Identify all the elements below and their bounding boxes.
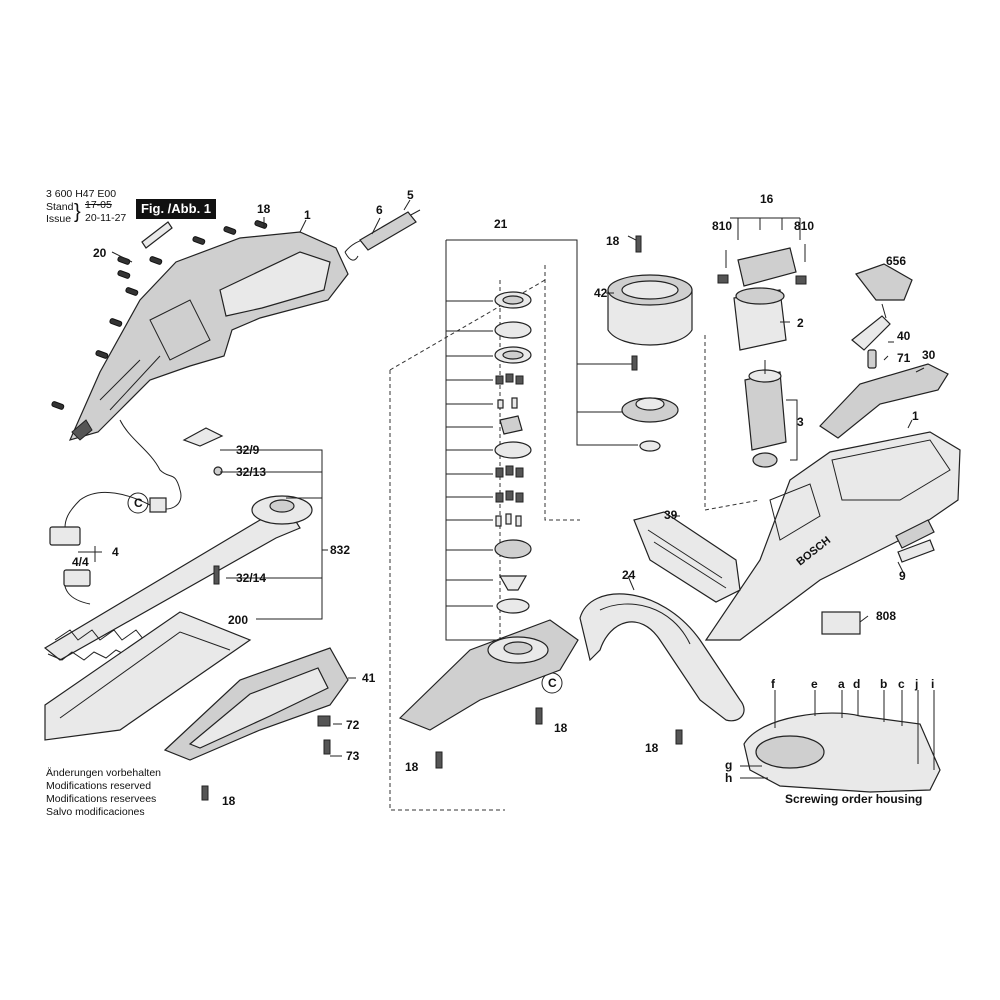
strip-part-20 xyxy=(141,221,173,249)
label-h: h xyxy=(725,771,732,785)
label-810: 810 xyxy=(794,219,814,233)
label-4: 4 xyxy=(112,545,119,559)
label-40: 40 xyxy=(897,329,911,343)
stand-label: Stand xyxy=(46,201,74,213)
motor-field-and-armature xyxy=(717,217,807,468)
label-72: 72 xyxy=(346,718,360,732)
label-c: C xyxy=(548,676,557,690)
note-line: Änderungen vorbehalten xyxy=(46,767,162,779)
label-30: 30 xyxy=(922,348,936,362)
label-4-4: 4/4 xyxy=(72,555,89,569)
label-d: d xyxy=(853,677,860,691)
grille-slots xyxy=(647,529,727,589)
label-18: 18 xyxy=(405,760,419,774)
label-18: 18 xyxy=(257,202,271,216)
label-j: j xyxy=(914,677,918,691)
motor-components xyxy=(607,235,693,452)
label-1: 1 xyxy=(912,409,919,423)
gear-housing-41 xyxy=(163,647,349,801)
label-32-9: 32/9 xyxy=(236,443,260,457)
label-832: 832 xyxy=(330,543,350,557)
label-1: 1 xyxy=(304,208,311,222)
label-18: 18 xyxy=(606,234,620,248)
label-32-14: 32/14 xyxy=(236,571,266,585)
front-handle-24 xyxy=(579,593,745,745)
label-i: i xyxy=(931,677,934,691)
label-21: 21 xyxy=(494,217,508,231)
label-42: 42 xyxy=(594,286,608,300)
brace-glyph: } xyxy=(74,201,81,223)
label-18: 18 xyxy=(554,721,568,735)
label-18: 18 xyxy=(645,741,659,755)
housing-half-upper-left xyxy=(68,231,349,441)
label-5: 5 xyxy=(407,188,414,202)
label-3: 3 xyxy=(797,415,804,429)
gearbox-base xyxy=(398,619,579,769)
label-a: a xyxy=(838,677,845,691)
label-c: c xyxy=(898,677,905,691)
part-labels: 1 5 6 18 20 21 18 42 16 810 810 2 3 656 … xyxy=(72,188,936,808)
motor-housing-1 xyxy=(704,431,961,641)
screw-group xyxy=(51,220,268,410)
note-line: Modifications reservees xyxy=(46,793,157,805)
screwing-order-caption: Screwing order housing xyxy=(785,792,922,806)
label-200: 200 xyxy=(228,613,248,627)
blade-guard-200 xyxy=(44,611,252,741)
label-16: 16 xyxy=(760,192,774,206)
figure-label: Fig. /Abb. 1 xyxy=(136,199,216,219)
label-71: 71 xyxy=(897,351,911,365)
label-9: 9 xyxy=(899,569,906,583)
label-73: 73 xyxy=(346,749,360,763)
doc-number: 3 600 H47 E00 xyxy=(46,188,117,200)
label-g: g xyxy=(725,758,732,772)
label-808: 808 xyxy=(876,609,896,623)
blade-guard-edge xyxy=(59,631,231,719)
label-c: C xyxy=(134,496,143,510)
label-20: 20 xyxy=(93,246,107,260)
label-b: b xyxy=(880,677,887,691)
issue-value: 20-11-27 xyxy=(85,212,127,224)
label-24: 24 xyxy=(622,568,636,582)
label-32-13: 32/13 xyxy=(236,465,266,479)
label-6: 6 xyxy=(376,203,383,217)
stand-value: 17-05 xyxy=(85,199,112,211)
leader-lines xyxy=(78,199,925,757)
air-grille-39 xyxy=(633,511,741,603)
label-810: 810 xyxy=(712,219,732,233)
power-cable xyxy=(344,209,421,261)
switch-and-handle-parts xyxy=(819,263,949,439)
gear-stack xyxy=(446,291,532,614)
label-41: 41 xyxy=(362,671,376,685)
label-39: 39 xyxy=(664,508,678,522)
bracket-21 xyxy=(445,239,638,641)
note-line: Modifications reserved xyxy=(46,780,152,792)
wiring-harness xyxy=(49,419,182,605)
issue-label: Issue xyxy=(46,213,72,225)
label-18: 18 xyxy=(222,794,236,808)
label-656: 656 xyxy=(886,254,906,268)
screwing-order-housing xyxy=(740,690,941,793)
label-2: 2 xyxy=(797,316,804,330)
revision-notes: Änderungen vorbehalten Modifications res… xyxy=(46,767,161,819)
note-line: Salvo modificaciones xyxy=(46,806,145,818)
label-f: f xyxy=(771,677,776,691)
label-e: e xyxy=(811,677,818,691)
